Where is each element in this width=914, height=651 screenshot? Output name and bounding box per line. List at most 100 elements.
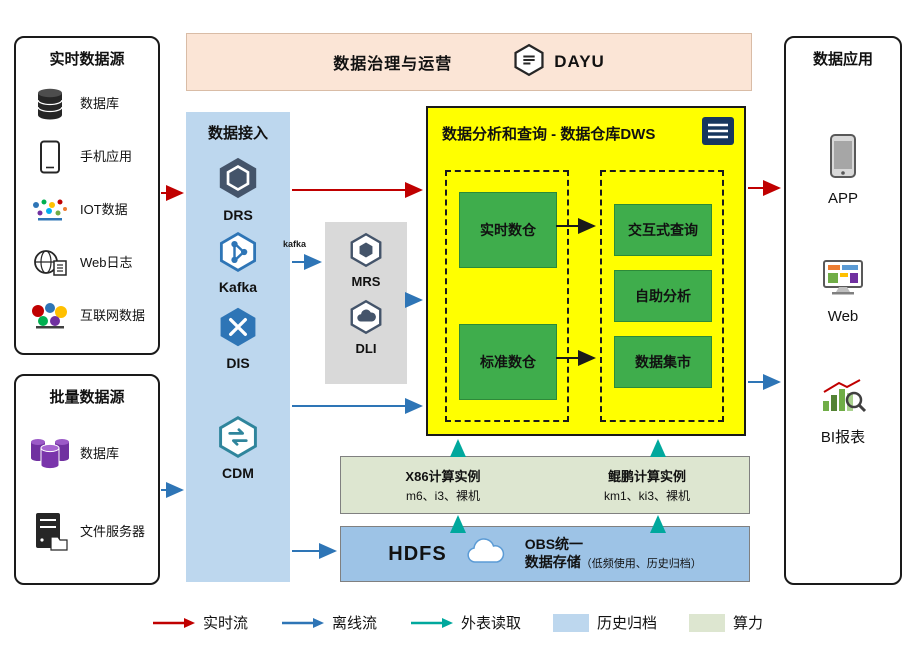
data-ingestion-title: 数据接入 (207, 125, 268, 142)
service-mrs: MRS (348, 232, 384, 289)
kunpeng-title: 鲲鹏计算实例 (607, 469, 686, 484)
obs-cloud-icon (463, 537, 509, 572)
capability-group: 交互式查询 自助分析 数据集市 (600, 170, 724, 422)
application-label: BI报表 (820, 429, 866, 446)
service-label: DRS (223, 207, 253, 223)
application-label: APP (827, 190, 858, 207)
legend-compute-power: 算力 (689, 612, 763, 633)
legend-label: 外表读取 (460, 615, 521, 632)
service-kafka: kafka Kafka (217, 231, 306, 295)
list-item: BI报表 (786, 377, 900, 447)
kunpeng-compute: 鲲鹏计算实例 km1、ki3、裸机 (545, 457, 749, 513)
service-label: DLI (355, 341, 377, 356)
internet-data-icon (28, 301, 72, 331)
file-server-icon (28, 511, 72, 553)
dws-realtime-warehouse: 实时数仓 (459, 192, 557, 268)
document-list-icon (700, 116, 736, 151)
list-item: Web (786, 259, 900, 325)
dws-interactive-query: 交互式查询 (614, 204, 712, 256)
batch-sources-panel: 批量数据源 数据库 文件服务器 (14, 374, 160, 585)
dayu-icon (512, 43, 546, 82)
applications-panel: 数据应用 APP Web BI报表 (784, 36, 902, 585)
list-item: Web日志 (16, 236, 158, 289)
dayu-brand-text: DAYU (554, 52, 605, 71)
obs-subtitle: 数据存储 (524, 553, 581, 570)
legend-realtime-flow: 实时流 (151, 612, 248, 633)
compute-instances-panel: X86计算实例 m6、i3、裸机 鲲鹏计算实例 km1、ki3、裸机 (340, 456, 750, 514)
service-dli: DLI (348, 299, 384, 356)
application-label: Web (827, 308, 859, 325)
applications-title: 数据应用 (812, 51, 873, 68)
x86-compute: X86计算实例 m6、i3、裸机 (341, 457, 545, 513)
governance-title: 数据治理与运营 (333, 56, 453, 73)
dws-standard-warehouse: 标准数仓 (459, 324, 557, 400)
dws-data-mart: 数据集市 (614, 336, 712, 388)
archive-swatch (553, 613, 589, 632)
legend-label: 实时流 (202, 615, 248, 632)
legend-external-read: 外表读取 (409, 612, 521, 633)
bi-report-icon (819, 377, 867, 420)
obs-note: （低频使用、历史归档） (580, 557, 702, 570)
service-drs: DRS (215, 155, 261, 223)
realtime-sources-list: 数据库 手机应用 IOT数据 Web日志 (16, 77, 158, 342)
service-label: DIS (226, 355, 250, 371)
obs-title: OBS统一 (524, 536, 584, 553)
legend-label: 历史归档 (597, 615, 658, 632)
cdm-icon (216, 415, 260, 464)
data-ingestion-panel: 数据接入 DRS kafka Kafka DIS CDM (186, 112, 306, 582)
dws-title: 数据分析和查询 - 数据仓库DWS (442, 126, 656, 143)
processing-panel: MRS DLI (325, 222, 407, 384)
legend-archive: 历史归档 (553, 612, 657, 633)
app-icon (828, 133, 858, 184)
external-read-arrow-icon (410, 617, 453, 628)
legend: 实时流 离线流 外表读取 历史归档 算力 (0, 612, 914, 633)
list-item: APP (786, 133, 900, 207)
service-cdm: CDM (216, 415, 260, 481)
list-item: 互联网数据 (16, 289, 158, 342)
mrs-icon (348, 232, 384, 273)
dli-icon (348, 299, 384, 340)
legend-offline-flow: 离线流 (280, 612, 377, 633)
dis-icon (216, 305, 260, 354)
iot-icon (28, 197, 72, 223)
storage-panel: HDFS OBS统一 数据存储（低频使用、历史归档） (340, 526, 750, 582)
dayu-logo: DAYU (512, 43, 605, 82)
service-label: Kafka (218, 279, 258, 295)
warehouse-group: 实时数仓 标准数仓 (445, 170, 569, 422)
compute-swatch (689, 613, 726, 632)
governance-banner: 数据治理与运营 DAYU (186, 33, 752, 91)
x86-models: m6、i3、裸机 (405, 489, 480, 503)
kafka-icon (217, 231, 259, 278)
list-item: IOT数据 (16, 183, 158, 236)
kafka-wordmark: kafka (283, 239, 307, 249)
legend-label: 离线流 (331, 615, 377, 632)
obs-storage-text: OBS统一 数据存储（低频使用、历史归档） (525, 536, 702, 571)
drs-icon (215, 155, 261, 206)
kunpeng-models: km1、ki3、裸机 (603, 489, 690, 503)
web-log-icon (28, 248, 72, 278)
realtime-sources-panel: 实时数据源 数据库 手机应用 IOT数据 (14, 36, 160, 355)
source-label: 互联网数据 (80, 307, 146, 323)
list-item: 手机应用 (16, 130, 158, 183)
source-label: 数据库 (80, 446, 120, 462)
source-label: Web日志 (80, 254, 133, 270)
source-label: 文件服务器 (80, 524, 146, 540)
service-label: MRS (351, 274, 381, 289)
source-label: IOT数据 (80, 201, 128, 217)
batch-sources-list: 数据库 文件服务器 (16, 415, 158, 571)
legend-label: 算力 (733, 615, 764, 632)
database-icon (28, 88, 72, 120)
list-item: 数据库 (16, 77, 158, 130)
dws-panel: 数据分析和查询 - 数据仓库DWS 实时数仓 标准数仓 交互式查询 自助分析 数… (426, 106, 746, 436)
service-label: CDM (222, 465, 254, 481)
database-cluster-icon (28, 436, 72, 472)
x86-title: X86计算实例 (405, 469, 481, 484)
list-item: 文件服务器 (16, 493, 158, 571)
mobile-icon (28, 140, 72, 174)
offline-arrow-icon (281, 617, 324, 628)
dws-self-service-analysis: 自助分析 (614, 270, 712, 322)
batch-sources-title: 批量数据源 (49, 389, 125, 406)
service-dis: DIS (216, 305, 260, 371)
realtime-sources-title: 实时数据源 (49, 51, 125, 68)
